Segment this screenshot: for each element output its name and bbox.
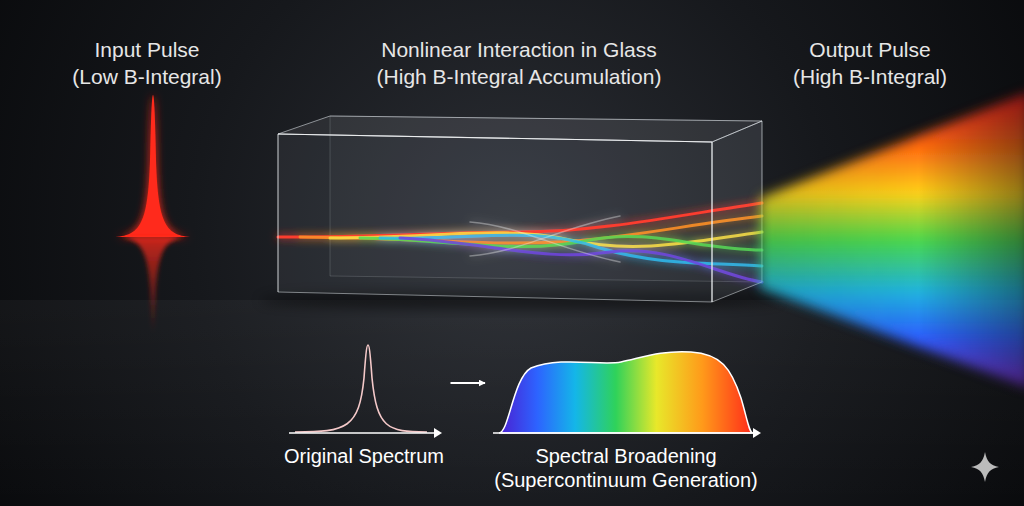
glass-front [278, 134, 712, 302]
heading-label: Nonlinear Interaction in Glass (High B-I… [376, 36, 661, 90]
heading-label: Input Pulse (Low B-Integral) [72, 36, 222, 90]
glass-edge [278, 134, 279, 292]
axis-line [493, 432, 755, 434]
output-spectrum-fan [760, 92, 1024, 388]
input-pulse [113, 95, 193, 237]
heading-text: Input Pulse (Low B-Integral) [72, 36, 222, 90]
output-fan [760, 92, 1024, 388]
spectrum-graph [287, 338, 442, 438]
spectrum-graph [491, 338, 761, 438]
narrow-spectrum [295, 345, 427, 432]
plot-caption: Original Spectrum [284, 444, 444, 468]
spectrum-plot: Spectral Broadening (Supercontinuum Gene… [487, 338, 765, 492]
heading-text: Output Pulse (High B-Integral) [793, 36, 948, 90]
floor [0, 300, 1024, 506]
glass-edge [278, 134, 712, 142]
glass-edge [711, 142, 712, 302]
broadened-spectrum [499, 352, 753, 433]
axis-arrowhead [753, 428, 761, 438]
glass-side [712, 121, 762, 302]
spectrum-plot: Original Spectrum [280, 338, 449, 468]
axis-line [289, 432, 436, 434]
pulse-reflection [118, 237, 188, 332]
heading-text: Nonlinear Interaction in Glass (High B-I… [376, 36, 661, 90]
plot-caption: Spectral Broadening (Supercontinuum Gene… [494, 444, 758, 492]
flow-arrow [451, 382, 486, 384]
axis-arrowhead [434, 428, 442, 438]
sparkle-watermark [971, 452, 999, 482]
heading-label: Output Pulse (High B-Integral) [793, 36, 948, 90]
